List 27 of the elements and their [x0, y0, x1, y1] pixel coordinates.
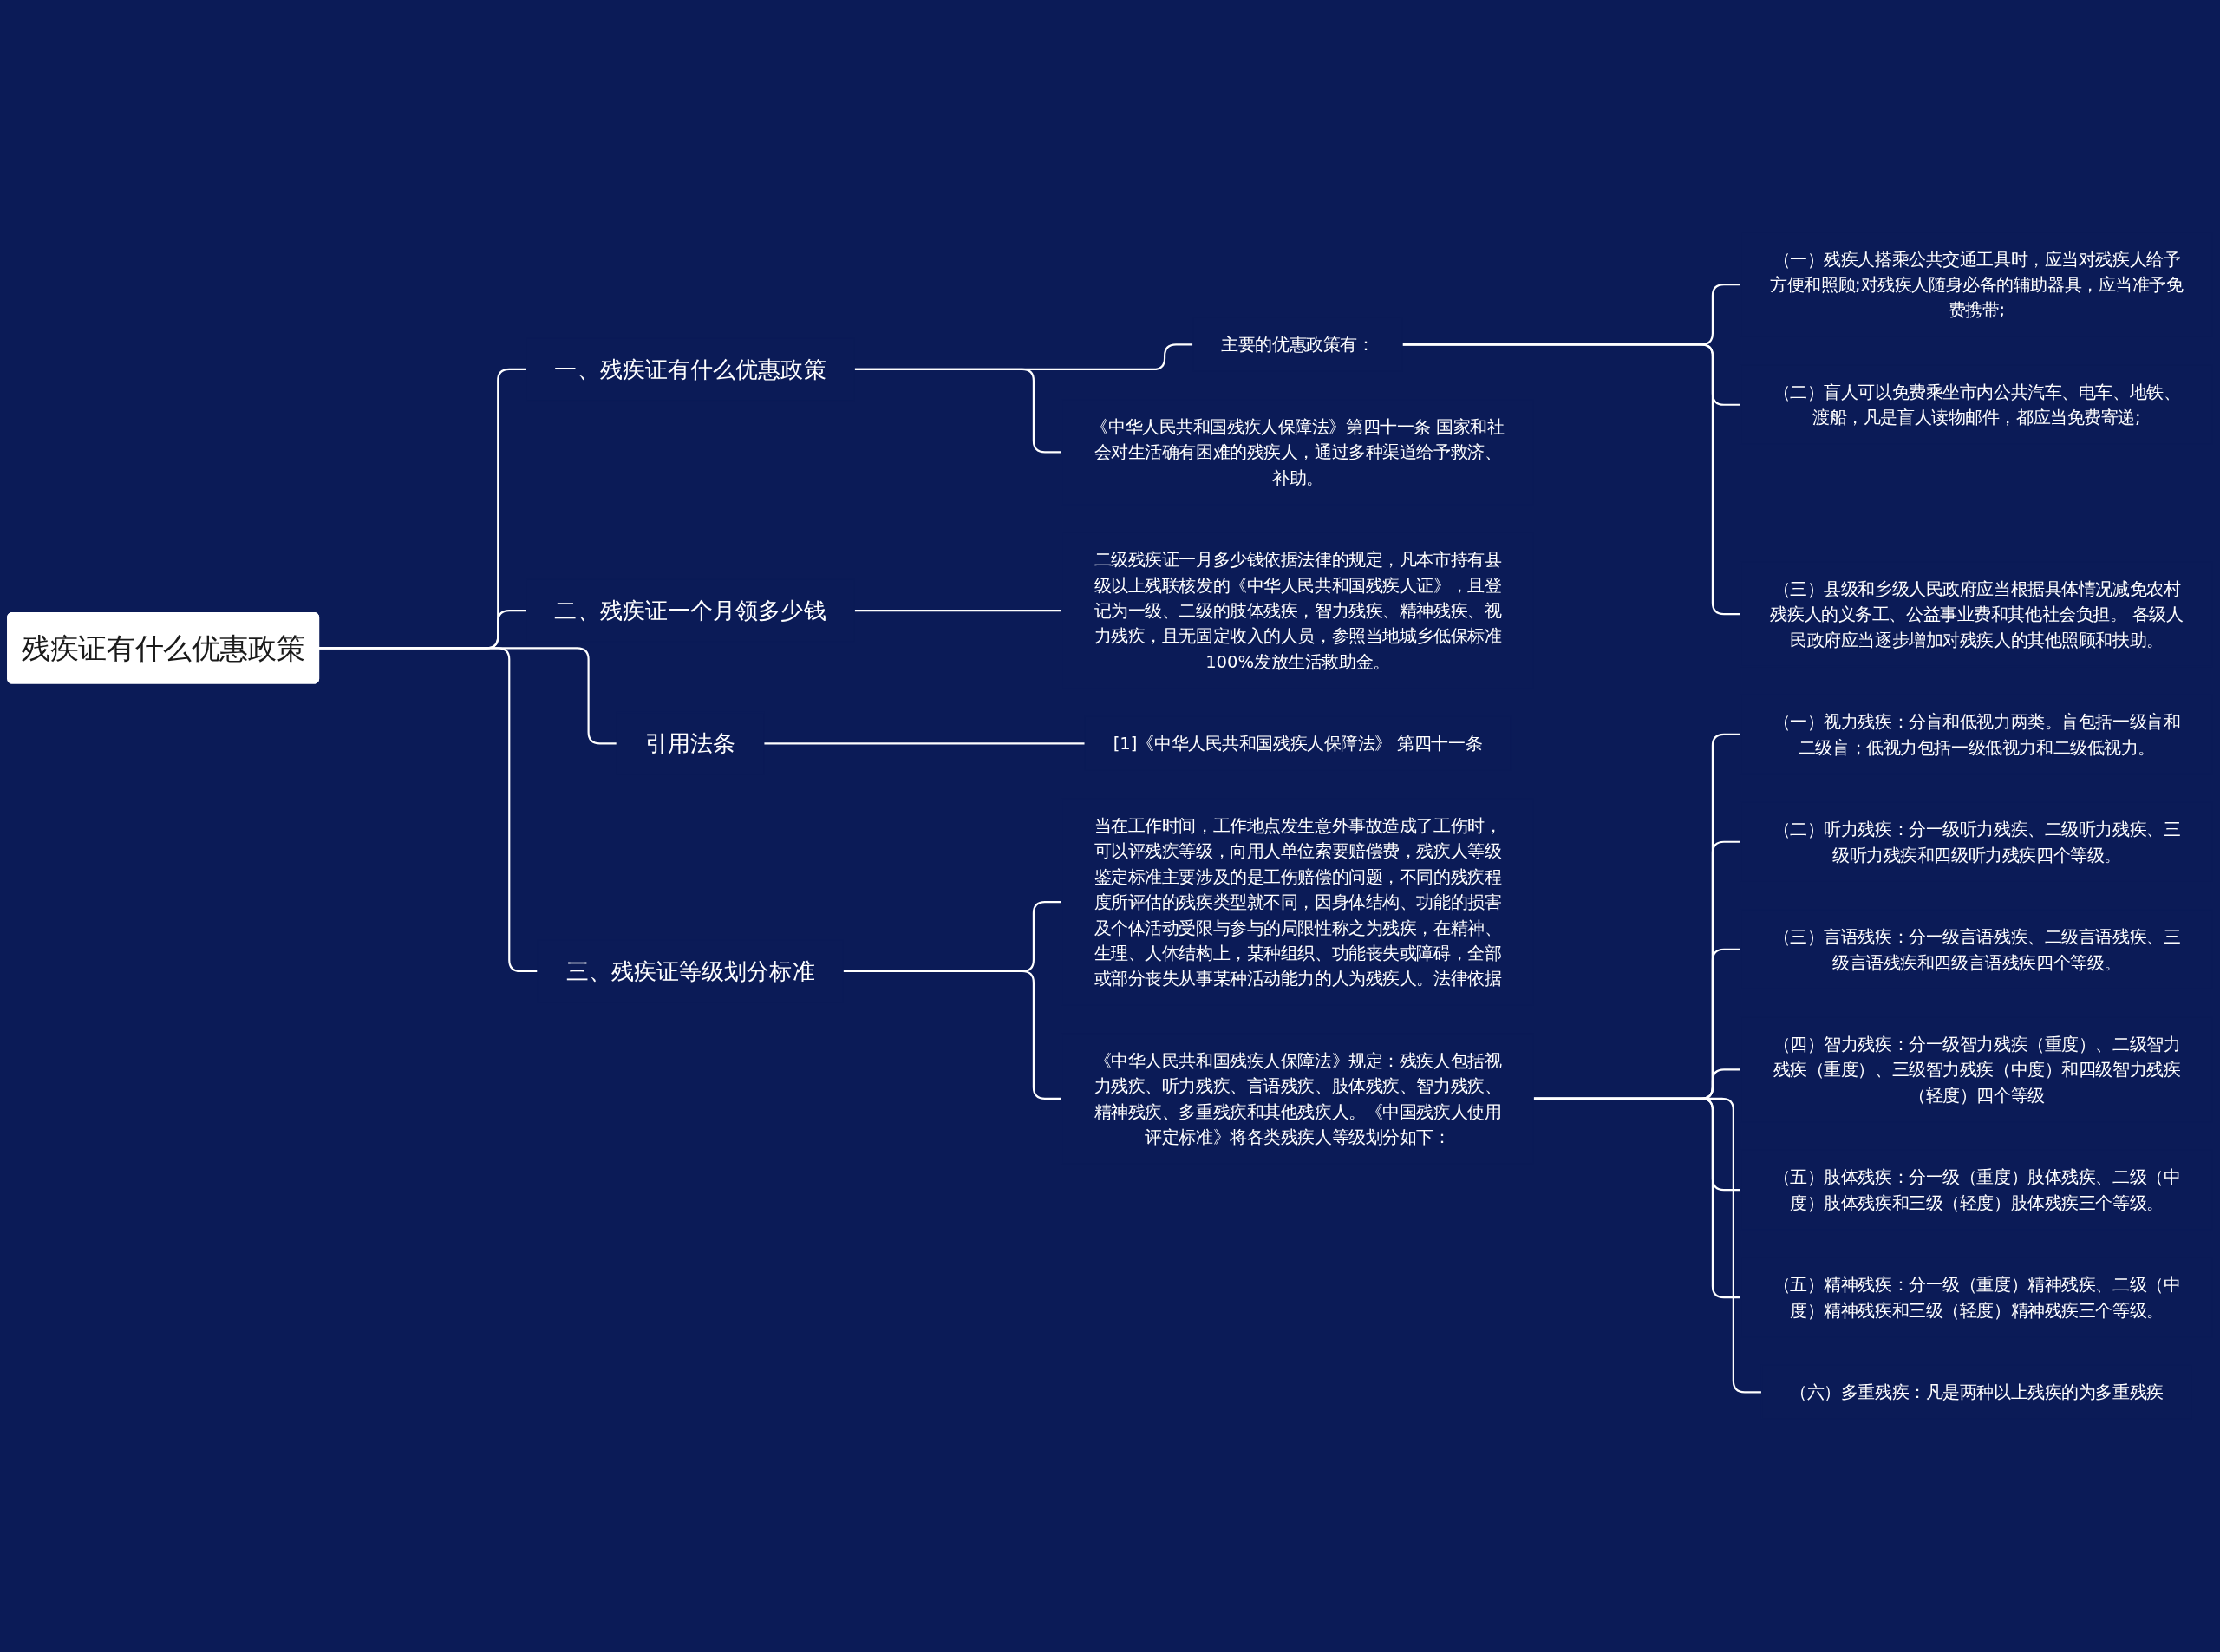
connector [854, 369, 1062, 454]
connector [1402, 343, 1741, 616]
node-text: （二）听力残疾：分一级听力残疾、二级听力残疾、三级听力残疾和四级听力残疾四个等级。 [1773, 819, 2181, 865]
node-text: （三）言语残疾：分一级言语残疾、二级言语残疾、三级言语残疾和四级言语残疾四个等级。 [1773, 927, 2181, 973]
node-text: （二）盲人可以免费乘坐市内公共汽车、电车、地铁、渡船，凡是盲人读物邮件，都应当免费寄递; [1773, 382, 2181, 428]
node-text: （五）精神残疾：分一级（重度）精神残疾、二级（中度）精神残疾和三级（轻度）精神残疾三个等级。 [1773, 1275, 2181, 1321]
node-text: 主要的优惠政策有： [1221, 335, 1374, 356]
node-text: 当在工作时间，工作地点发生意外事故造成了工伤时，可以评残疾等级，向用人单位索要赔偿费，残疾人等级鉴定标准主要涉及的是工伤赔偿的问题，不同的残疾程度所评估的残疾类型就不同，因身体结构、功能的损害及个体活动受限与参与的局限性称之为残疾，在精神、生理、人体结构上，某种组织、功能丧失或障碍，全部或部分丧失从事某种活动能力的人为残疾人。法律依据 [1094, 816, 1502, 989]
node-text: （六）多重残疾：凡是两种以上残疾的为多重残疾 [1790, 1382, 2164, 1403]
node-text: 《中华人民共和国残疾人保障法》第四十一条 国家和社会对生活确有困难的残疾人，通过多种渠道给予救济、补助。 [1091, 417, 1505, 488]
node-text: 二、残疾证一个月领多少钱 [554, 597, 826, 624]
node-text: [1]《中华人民共和国残疾人保障法》 第四十一条 [1113, 734, 1483, 754]
node-text: （三）县级和乡级人民政府应当根据具体情况减免农村残疾人的义务工、公益事业费和其他社会负担。 各级人民政府应当逐步增加对残疾人的其他照顾和扶助。 [1770, 578, 2184, 650]
node-text: 二级残疾证一月多少钱依据法律的规定，凡本市持有县级以上残联核发的《中华人民共和国残疾人证》，且登记为一级、二级的肢体残疾，智力残疾、精神残疾、视力残疾，且无固定收入的人员，参照当地城乡低保标准100%发放生活救助金。 [1094, 550, 1502, 672]
node-text: 一、残疾证有什么优惠政策 [554, 356, 826, 383]
connector [1533, 1098, 1762, 1394]
node-text: 引用法条 [644, 730, 736, 758]
node-text: （一）视力残疾：分盲和低视力两类。盲包括一级盲和二级盲；低视力包括一级低视力和二级低视力。 [1773, 712, 2181, 758]
connector [318, 647, 538, 973]
node-text: （五）肢体残疾：分一级（重度）肢体残疾、二级（中度）肢体残疾和三级（轻度）肢体残疾三个等级。 [1773, 1167, 2181, 1213]
connector [763, 742, 1086, 745]
node-text: 三、残疾证等级划分标准 [565, 958, 815, 985]
node-text: （四）智力残疾：分一级智力残疾（重度）、二级智力残疾（重度）、三级智力残疾（中度）和四级智力残疾（轻度）四个等级 [1773, 1035, 2181, 1106]
node-text: 《中华人民共和国残疾人保障法》规定：残疾人包括视力残疾、听力残疾、言语残疾、肢体残疾、智力残疾、精神残疾、多重残疾和其他残疾人。《中国残疾人使用评定标准》将各类残疾人等级划分如下： [1094, 1050, 1502, 1147]
node-text: （一）残疾人搭乘公共交通工具时，应当对残疾人给予方便和照顾;对残疾人随身必备的辅助器具，应当准予免费携带; [1770, 249, 2184, 321]
connector [854, 610, 1062, 612]
connector [843, 970, 1062, 1100]
